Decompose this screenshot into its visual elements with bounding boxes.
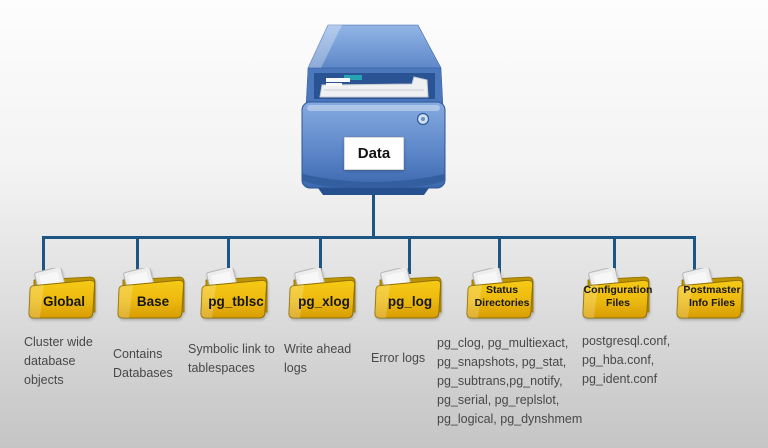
folder-label: pg_xlog bbox=[298, 294, 350, 309]
folder-label: pg_log bbox=[387, 294, 433, 309]
folder-label: Configuration Files bbox=[583, 284, 653, 309]
folder-label: Global bbox=[42, 294, 85, 309]
folder-label: pg_tblsc bbox=[208, 294, 264, 309]
connector-drop-global bbox=[41, 237, 45, 274]
connector-drop-status-directories bbox=[497, 237, 501, 274]
connector-drop-pg-xlog bbox=[318, 237, 322, 274]
connector-bus bbox=[41, 236, 696, 239]
folder-pg-log: pg_log bbox=[368, 268, 452, 324]
folder-desc-pg-tblsc: Symbolic link to tablespaces bbox=[188, 342, 275, 375]
folder-label: Postmaster Info Files bbox=[683, 284, 741, 309]
folder-desc-pg-xlog: Write ahead logs bbox=[284, 342, 352, 375]
folder-global: Global bbox=[22, 268, 106, 324]
folder-postmaster-info-files: Postmaster Info Files bbox=[670, 268, 754, 324]
connector-drop-pg-tblsc bbox=[226, 237, 230, 274]
connector-drop-configuration-files bbox=[612, 237, 616, 274]
data-root-label: Data bbox=[344, 137, 404, 170]
connector-trunk bbox=[371, 193, 375, 238]
folder-desc-status-directories: pg_clog, pg_multiexact, pg_snapshots, pg… bbox=[437, 336, 583, 426]
folder-desc-base: Contains Databases bbox=[113, 347, 173, 380]
folder-desc-global: Cluster wide database objects bbox=[24, 335, 93, 387]
data-cabinet-icon bbox=[301, 24, 446, 195]
folder-desc-pg-log: Error logs bbox=[371, 351, 426, 365]
connector-drop-pg-log bbox=[407, 237, 411, 274]
connector-drop-base bbox=[135, 237, 139, 274]
folder-label: Base bbox=[136, 294, 170, 309]
folder-pg-tblsc: pg_tblsc bbox=[194, 268, 278, 324]
folder-pg-xlog: pg_xlog bbox=[282, 268, 366, 324]
folder-base: Base bbox=[111, 268, 195, 324]
connector-drop-postmaster-info-files bbox=[692, 237, 696, 274]
folder-configuration-files: Configuration Files bbox=[576, 268, 660, 324]
folder-desc-configuration-files: postgresql.conf, pg_hba.conf, pg_ident.c… bbox=[582, 334, 671, 386]
folder-status-directories: Status Directories bbox=[460, 268, 544, 324]
folder-label: Status Directories bbox=[474, 284, 530, 309]
